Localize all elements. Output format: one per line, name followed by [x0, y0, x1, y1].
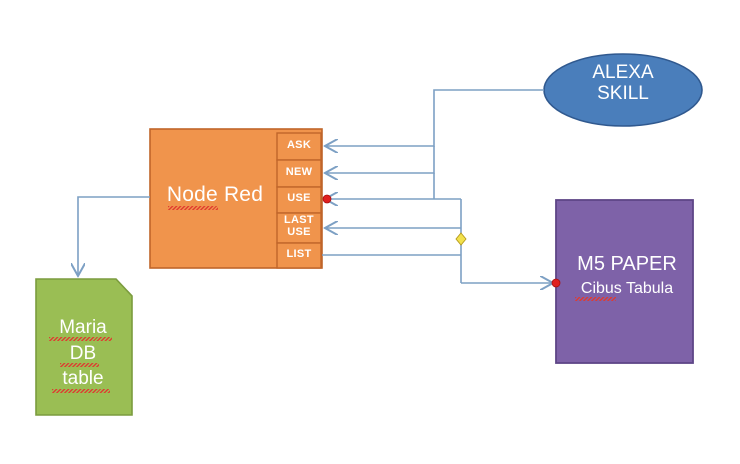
- spell-underline-cibus: [575, 297, 616, 301]
- spell-underline-node: [168, 206, 218, 210]
- port-last-use-label: LAST USE: [284, 214, 314, 238]
- maria-db-label: Maria DB table: [59, 317, 107, 390]
- conn-alexa-to-new[interactable]: [325, 146, 435, 173]
- maria-db-shape[interactable]: [35, 278, 133, 416]
- endpoint-yellow-diamond[interactable]: [455, 232, 467, 246]
- spell-underline-db: [60, 363, 99, 367]
- m5-paper-subtitle: Cibus Tabula: [580, 280, 674, 297]
- spell-underline-table: [52, 389, 110, 393]
- m5-paper-box[interactable]: [555, 199, 694, 364]
- port-list-label: LIST: [286, 248, 312, 260]
- port-list-box[interactable]: [276, 242, 322, 269]
- m5-paper-title: M5 PAPER: [577, 253, 677, 275]
- endpoint-red-dot-use[interactable]: [322, 194, 332, 204]
- port-new-label: NEW: [285, 166, 313, 178]
- endpoint-red-dot-m5[interactable]: [551, 278, 561, 288]
- conn-alexa-to-ask[interactable]: [325, 89, 544, 146]
- conn-node-red-to-maria[interactable]: [78, 196, 150, 276]
- port-ask-label: ASK: [286, 139, 312, 151]
- port-use-label: USE: [287, 192, 311, 204]
- alexa-skill-label: ALEXA SKILL: [592, 62, 654, 105]
- node-red-label: Node Red: [166, 183, 264, 206]
- port-use-box[interactable]: [276, 186, 322, 214]
- spell-underline-maria: [49, 337, 112, 341]
